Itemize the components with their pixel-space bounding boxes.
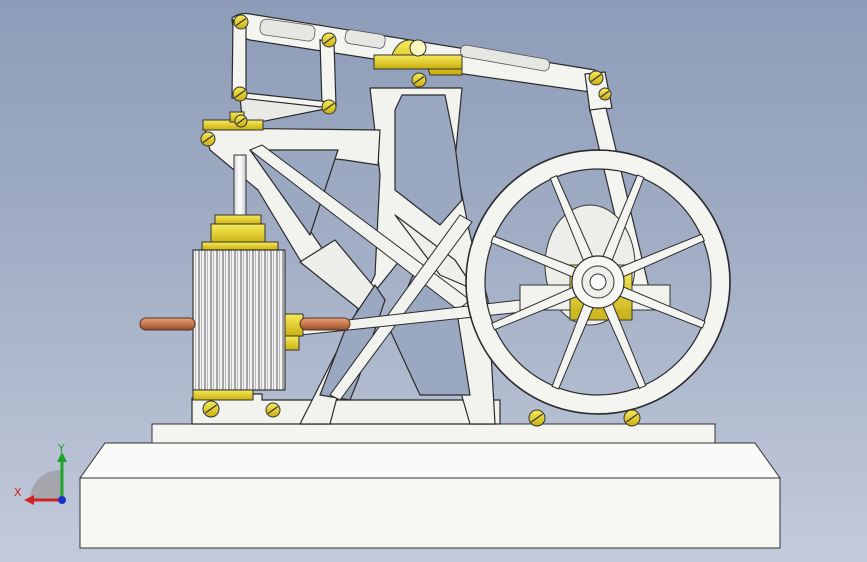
screw-head <box>265 402 281 418</box>
flywheel <box>465 149 731 415</box>
screw-head <box>411 72 427 88</box>
engine-frame <box>191 87 501 425</box>
triad-plane <box>29 469 62 500</box>
z-axis-marker <box>58 496 66 504</box>
screw-head <box>588 70 604 86</box>
axis-triad[interactable]: Y X <box>14 442 67 505</box>
main-bearing-block <box>373 39 463 76</box>
screw-head <box>528 409 546 427</box>
screw-head <box>232 86 248 102</box>
y-axis-arrowhead <box>57 452 67 462</box>
steam-pipes <box>139 313 351 351</box>
screw-head <box>321 99 337 115</box>
x-axis-arrowhead <box>24 495 34 505</box>
base-plinth <box>79 442 781 549</box>
piston-rod <box>233 154 247 221</box>
screw-head <box>202 400 220 418</box>
screw-head <box>234 114 248 128</box>
frame-base-plate <box>151 423 716 444</box>
steam-cylinder <box>192 214 286 401</box>
screw-head <box>321 32 337 48</box>
screw-head <box>233 14 249 30</box>
frame-bracing <box>249 144 523 401</box>
screw-head <box>598 87 612 101</box>
screw-head <box>623 409 641 427</box>
y-axis-label: Y <box>57 442 65 455</box>
x-axis-label: X <box>14 486 22 499</box>
parallel-motion-links <box>231 19 651 297</box>
screw-head <box>200 131 216 147</box>
screws <box>200 14 641 427</box>
